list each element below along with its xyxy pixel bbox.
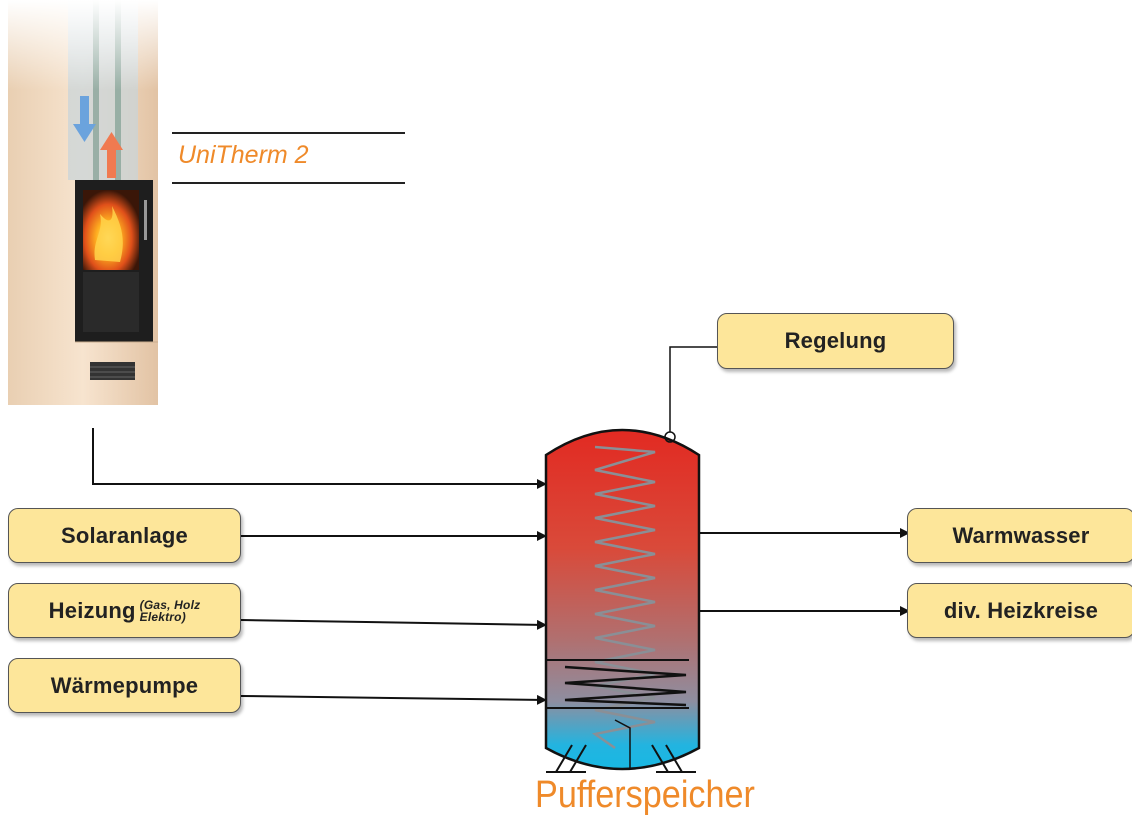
control-box: Regelung bbox=[717, 313, 954, 369]
flame-icon bbox=[94, 206, 123, 262]
tank-to-control-line bbox=[669, 346, 719, 432]
heatpump-label: Wärmepumpe bbox=[50, 672, 199, 698]
ash-compartment bbox=[83, 272, 139, 332]
heating-label: Heizung bbox=[48, 597, 136, 623]
stove-glass-fade bbox=[68, 0, 138, 90]
warm-air-arrow-icon bbox=[100, 132, 123, 178]
tank-legs bbox=[546, 744, 696, 773]
buffer-tank bbox=[544, 428, 701, 773]
lower-coil bbox=[564, 665, 687, 707]
control-label: Regelung bbox=[784, 328, 887, 353]
heatpump-to-tank-line bbox=[240, 694, 547, 705]
hotwater-label: Warmwasser bbox=[952, 522, 1090, 548]
heating-box: Heizung (Gas, Holz Elektro) bbox=[8, 583, 241, 638]
heating-note: (Gas, Holz Elektro) bbox=[139, 597, 201, 624]
heating-to-tank-line bbox=[240, 619, 547, 630]
stove-to-tank-line bbox=[92, 428, 547, 489]
tank-body bbox=[544, 428, 701, 771]
heatingcircuits-label: div. Heizkreise bbox=[943, 597, 1099, 623]
stove-illustration bbox=[8, 0, 158, 405]
heatingcircuits-box: div. Heizkreise bbox=[907, 583, 1132, 638]
hotwater-box: Warmwasser bbox=[907, 508, 1132, 563]
solar-label: Solaranlage bbox=[61, 522, 188, 548]
cold-air-arrow-icon bbox=[73, 96, 96, 142]
solar-box: Solaranlage bbox=[8, 508, 241, 563]
heatpump-box: Wärmepumpe bbox=[8, 658, 241, 713]
product-title: UniTherm 2 bbox=[178, 141, 309, 169]
door-handle bbox=[144, 200, 147, 240]
storage-title: Pufferspeicher bbox=[535, 774, 755, 816]
heat-exchanger-coil bbox=[591, 445, 656, 750]
sensor-icon bbox=[664, 431, 676, 443]
